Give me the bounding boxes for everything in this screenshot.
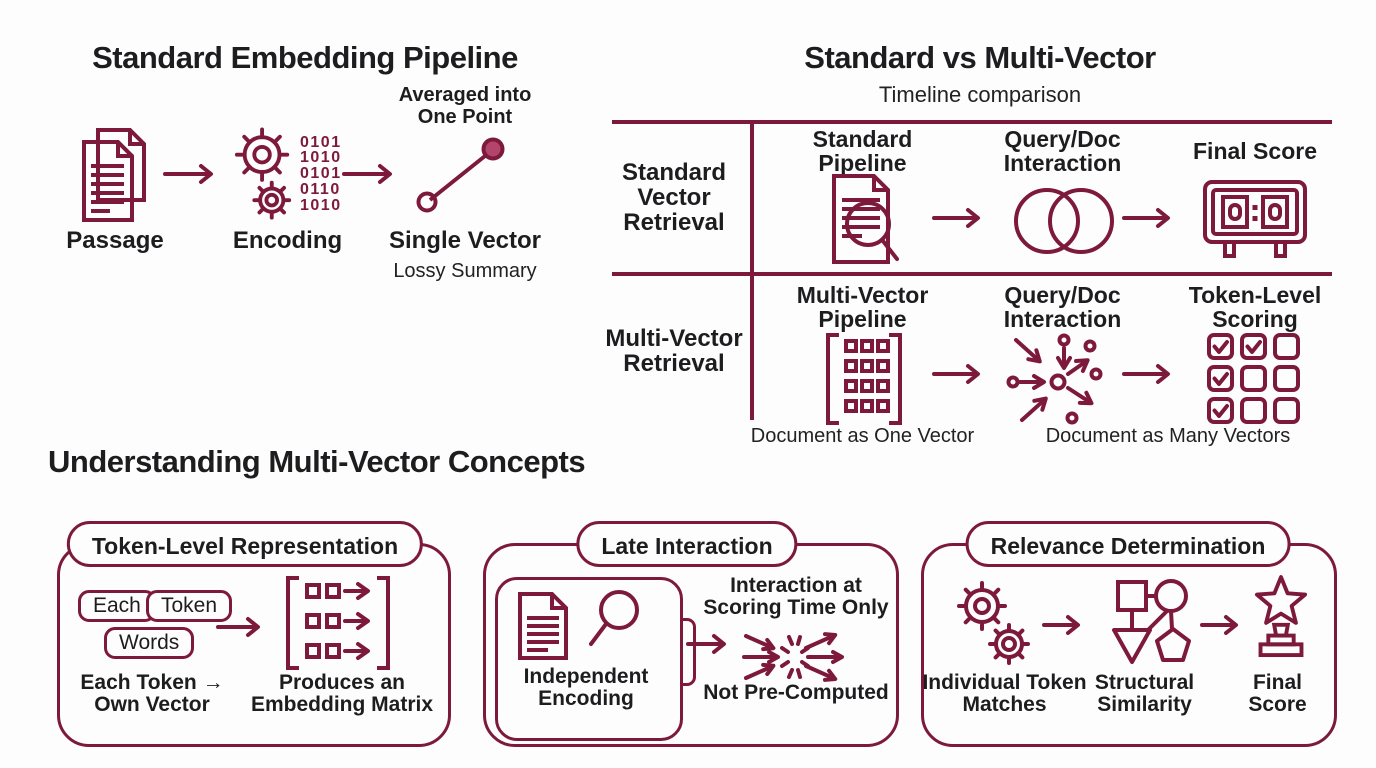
card1-caption-left: Each Token → Own Vector: [80, 671, 224, 717]
arrow-icon: [932, 362, 988, 386]
card-relevance-header: Relevance Determination: [965, 521, 1291, 567]
passage-label: Passage: [66, 227, 164, 254]
arrow-icon: [686, 632, 734, 656]
passage-icon: [78, 126, 150, 224]
col-token-scoring-header: Token-Level Scoring: [1188, 282, 1322, 332]
row-standard-label: Standard Vector Retrieval: [621, 159, 726, 237]
star-trophy-icon: [1242, 572, 1320, 666]
comparison-subtitle: Timeline comparison: [878, 82, 1082, 107]
encoding-icon: 0101 1010 0101 0110 1010: [233, 124, 342, 224]
single-vector-icon: [410, 134, 510, 218]
comparison-title: Standard vs Multi-Vector: [804, 40, 1156, 75]
chip-words: Words: [104, 627, 195, 659]
embedding-matrix-icon: [283, 574, 393, 672]
arrow-icon: [163, 162, 221, 186]
card3-caption-1: Individual Token Matches: [922, 671, 1087, 717]
lossy-summary-label: Lossy Summary: [393, 260, 537, 282]
arrow-icon: [932, 206, 988, 230]
table-row-divider: [612, 272, 1332, 276]
card1-caption-right: Produces an Embedding Matrix: [250, 671, 434, 717]
table-vertical-divider: [750, 120, 754, 420]
arrow-icon: [342, 162, 400, 186]
independent-encoding-label: Independent Encoding: [523, 665, 649, 711]
col-querydoc-header-1: Query/Doc Interaction: [1003, 126, 1122, 176]
card3-caption-2: Structural Similarity: [1094, 671, 1195, 717]
gears-icon: [234, 127, 292, 220]
averaged-note: Averaged into One Point: [398, 84, 532, 128]
document-icon: [514, 590, 572, 662]
footnote-many-vectors: Document as Many Vectors: [1045, 425, 1291, 447]
flowchart-shapes-icon: [1090, 576, 1196, 670]
matrix-icon: [822, 330, 906, 428]
checkbox-grid-icon: [1206, 332, 1304, 426]
binary-digits: 0101 1010 0101 0110 1010: [300, 133, 342, 214]
arrow-icon: [1042, 613, 1088, 637]
interaction-note-top: Interaction at Scoring Time Only: [703, 574, 889, 620]
concepts-title: Understanding Multi-Vector Concepts: [48, 444, 586, 479]
table-top-border: [612, 120, 1332, 124]
chip-each: Each: [78, 590, 156, 622]
card3-caption-3: Final Score: [1248, 671, 1307, 717]
magnifier-icon: [582, 584, 644, 660]
arrow-icon: [1122, 362, 1178, 386]
encoding-label: Encoding: [232, 227, 343, 254]
document-magnifier-icon: [816, 172, 911, 268]
col-multivector-pipeline-header: Multi-Vector Pipeline: [796, 282, 929, 332]
arrow-icon: [1200, 613, 1246, 637]
col-querydoc-header-2: Query/Doc Interaction: [1003, 282, 1122, 332]
col-standard-pipeline-header: Standard Pipeline: [812, 126, 913, 176]
standard-pipeline-title: Standard Embedding Pipeline: [92, 40, 518, 75]
card-late-interaction-header: Late Interaction: [576, 521, 798, 567]
row-multivector-label: Multi-Vector Retrieval: [605, 325, 743, 378]
arrow-icon: [216, 615, 268, 639]
card-token-level-header: Token-Level Representation: [66, 521, 424, 567]
scoreboard-icon: [1201, 178, 1309, 262]
arrow-icon: [1122, 206, 1178, 230]
col-final-score-header: Final Score: [1193, 138, 1317, 164]
gears-icon: [952, 578, 1036, 670]
interaction-note-bottom: Not Pre-Computed: [703, 681, 889, 704]
chip-token: Token: [146, 590, 233, 622]
arrow-burst-icon: [1006, 328, 1114, 428]
single-vector-label: Single Vector: [388, 227, 542, 254]
footnote-one-vector: Document as One Vector: [750, 425, 975, 447]
colliding-arrows-icon: [742, 626, 850, 688]
venn-circles-icon: [1005, 180, 1121, 262]
